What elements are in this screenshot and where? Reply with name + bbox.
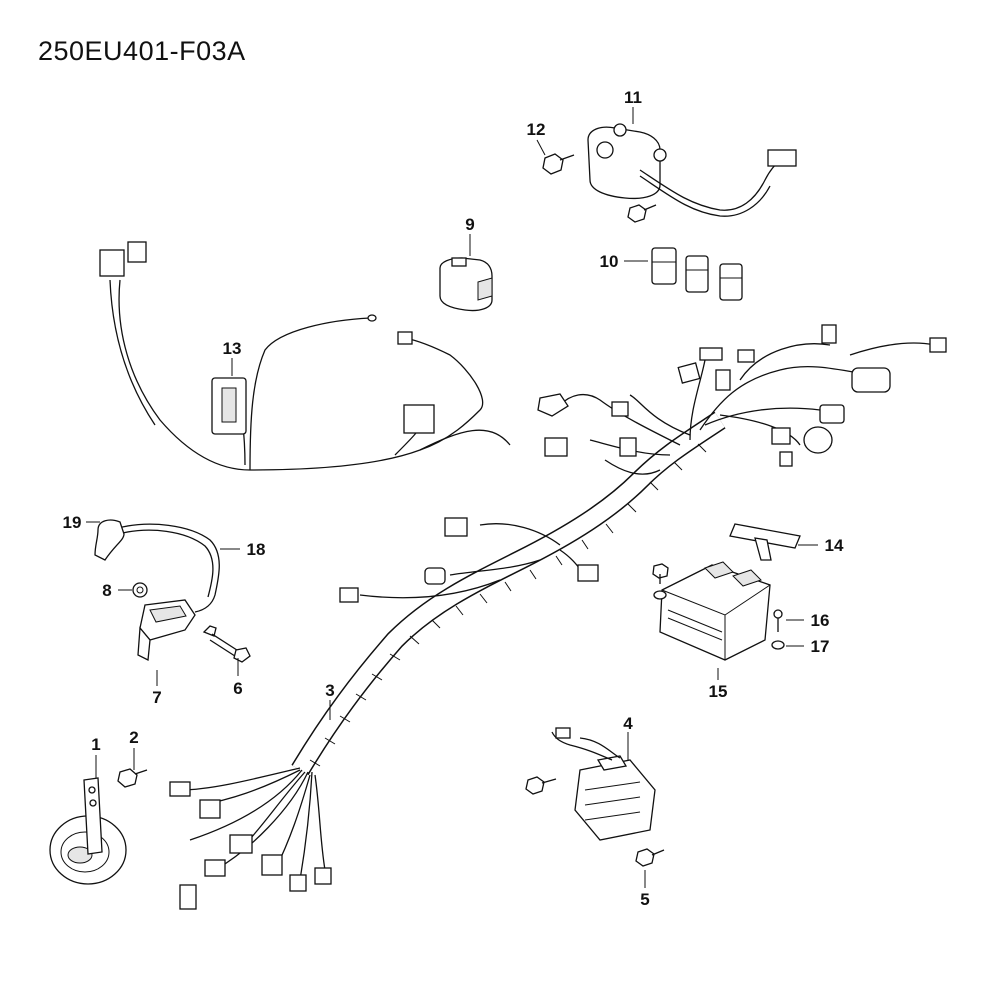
callout-11: 11 xyxy=(624,88,642,107)
ecu-bracket xyxy=(729,523,801,561)
spark-plug-cap-19 xyxy=(94,519,125,561)
callout-7: 7 xyxy=(152,688,161,707)
relay-mount-bolt xyxy=(627,204,657,223)
callout-1: 1 xyxy=(91,735,100,754)
horn xyxy=(49,777,127,885)
callout-15: 15 xyxy=(709,682,728,701)
starter-relay xyxy=(587,123,797,217)
callout-12: 12 xyxy=(527,120,546,139)
callout-16: 16 xyxy=(811,611,830,630)
main-wiring-harness xyxy=(169,324,947,910)
callout-14: 14 xyxy=(825,536,844,555)
ecu-unit xyxy=(659,561,771,661)
callout-17: 17 xyxy=(811,637,830,656)
ignition-coil-7 xyxy=(137,599,196,662)
ecu-washer-17 xyxy=(771,640,785,650)
nut-8 xyxy=(132,582,148,598)
callout-4: 4 xyxy=(623,714,633,733)
coil-bolt-6 xyxy=(202,625,251,663)
callout-18: 18 xyxy=(247,540,266,559)
regulator-bolt xyxy=(525,776,557,795)
callout-19: 19 xyxy=(63,513,82,532)
callout-8: 8 xyxy=(102,581,111,600)
callout-10: 10 xyxy=(600,252,619,271)
callout-labels: 1 2 3 4 5 6 7 8 9 10 11 12 13 14 15 16 1… xyxy=(63,88,844,909)
ecu-bolt-left xyxy=(652,563,669,600)
regulator-rectifier xyxy=(551,727,656,841)
fuse-set-10 xyxy=(651,247,743,301)
sub-harness-13 xyxy=(99,241,511,471)
callout-3: 3 xyxy=(325,681,334,700)
callout-13: 13 xyxy=(223,339,242,358)
diagram-title: 250EU401-F03A xyxy=(38,36,246,66)
bolt-12 xyxy=(542,153,575,175)
leader-lines xyxy=(86,107,818,888)
ignition-lead-18 xyxy=(117,523,220,613)
callout-2: 2 xyxy=(129,728,138,747)
ecu-screw-16 xyxy=(773,609,783,632)
bolt-5 xyxy=(635,848,665,867)
horn-bolt-2 xyxy=(117,768,148,788)
relay-9 xyxy=(439,257,493,312)
callout-9: 9 xyxy=(465,215,474,234)
callout-6: 6 xyxy=(233,679,242,698)
callout-5: 5 xyxy=(640,890,649,909)
